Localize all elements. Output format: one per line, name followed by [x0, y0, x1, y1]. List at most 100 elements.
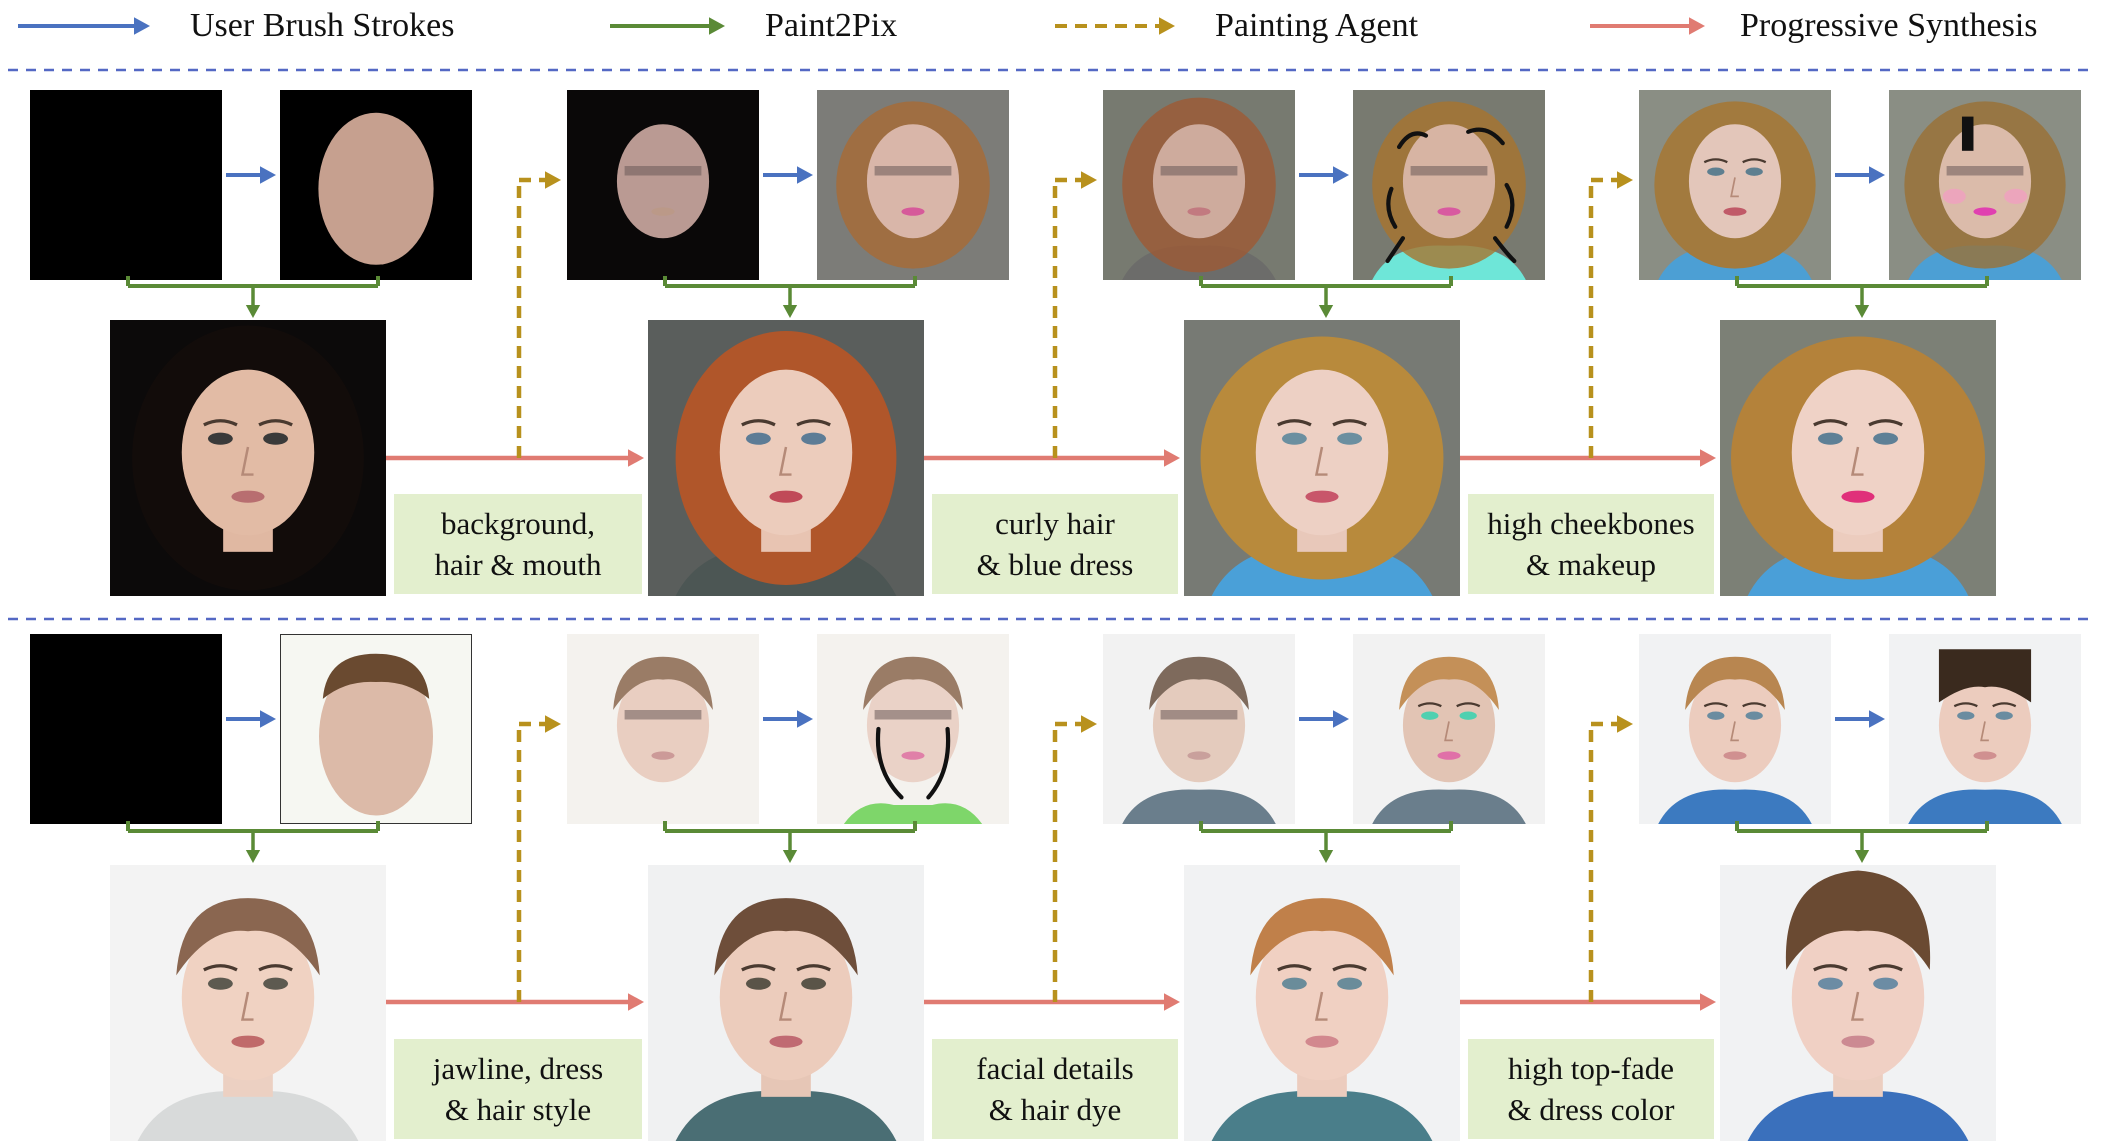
male-step1-agent-arrow-arrowhead-icon [545, 715, 561, 733]
eye-smudge [624, 166, 702, 176]
dress [137, 1090, 359, 1141]
eye-smudge [1946, 166, 2024, 176]
mouth [1437, 751, 1461, 760]
female-step1-paint2pix-down-arrowhead-icon [782, 305, 798, 318]
paint-blob-2 [1961, 116, 1974, 151]
male-step1-output-image [648, 865, 924, 1141]
brush-stroke-4 [1385, 236, 1406, 264]
paint-blob-0 [843, 803, 983, 824]
female-step0-paint2pix-down-arrowhead-icon [245, 305, 261, 318]
male-step2-paint2pix-down-arrowhead-icon [1318, 850, 1334, 863]
nose [778, 991, 792, 1021]
female-step0-user-arrow-arrowhead-icon [260, 166, 276, 184]
right-brow [796, 964, 831, 972]
mouth [651, 207, 675, 216]
right-brow [1332, 964, 1367, 972]
male-step0-output-image [110, 865, 386, 1141]
mouth [1723, 207, 1747, 216]
male-step2-user-arrow-arrowhead-icon [1333, 710, 1349, 728]
male-step3-input-canvas [1639, 634, 1831, 824]
mouth [1973, 207, 1997, 216]
nose [1730, 721, 1739, 742]
mouth [1723, 751, 1747, 760]
brush-stroke-1 [1466, 127, 1505, 146]
nose [1980, 721, 1989, 742]
edit-label-line: background, [440, 506, 596, 541]
male-step1-paint2pix-down-arrowhead-icon [782, 850, 798, 863]
male-step3-agent-arrow-arrowhead-icon [1617, 715, 1633, 733]
male-step3-synthesis-arrow-arrowhead-icon [1700, 993, 1716, 1011]
female-step1-input-canvas [567, 90, 759, 280]
hair-top [1685, 656, 1785, 710]
female-step1-output-image [648, 320, 924, 596]
female-step2-paint2pix-down-arrowhead-icon [1318, 305, 1334, 318]
image-background [30, 634, 222, 824]
edit-label-line: hair & mouth [434, 547, 602, 582]
left-brow [1703, 702, 1728, 708]
face-shape [866, 668, 960, 783]
male-step0-brush-strokes [280, 634, 472, 824]
dress [1747, 1090, 1969, 1141]
female-step3-output-image [1720, 320, 1996, 596]
hair-top [1250, 898, 1394, 976]
right-brow [1868, 964, 1903, 972]
nose [1850, 991, 1864, 1021]
nose [778, 446, 792, 476]
left-brow [1417, 702, 1442, 708]
hair-top [1399, 656, 1499, 710]
dress [1658, 789, 1812, 824]
right-eye [1337, 977, 1363, 990]
left-eye [1817, 977, 1843, 990]
edit-label-line: curly hair [995, 506, 1115, 541]
male-step1-user-arrow-arrowhead-icon [797, 710, 813, 728]
hair-top [176, 898, 320, 976]
male-step3-paint2pix-down-arrowhead-icon [1854, 850, 1870, 863]
female-step3-synthesis-arrow-arrowhead-icon [1700, 449, 1716, 467]
female-step1-user-arrow-arrowhead-icon [797, 166, 813, 184]
female-step2-edit-label: curly hair& blue dress [932, 494, 1178, 594]
mouth [651, 751, 675, 760]
legend-3-arrow-arrowhead-icon [1689, 17, 1705, 35]
edit-label-line: facial details [976, 1051, 1134, 1086]
male-step1-synthesis-arrow-arrowhead-icon [628, 993, 644, 1011]
eye-smudge [874, 710, 952, 720]
female-step3-brush-strokes [1889, 90, 2081, 280]
left-eye [1707, 167, 1725, 176]
mouth [1305, 1035, 1339, 1048]
face-shape [318, 112, 434, 265]
mouth [769, 490, 803, 503]
male-step0-paint2pix-down-arrowhead-icon [245, 850, 261, 863]
face-shape [1938, 124, 2032, 239]
male-step1-brush-strokes [817, 634, 1009, 824]
face-shape [616, 668, 710, 783]
left-eye [207, 977, 233, 990]
eye-smudge [1410, 166, 1488, 176]
female-step3-agent-arrow-arrowhead-icon [1617, 171, 1633, 189]
left-eye [745, 977, 771, 990]
left-eye [1281, 432, 1307, 445]
hair-top [613, 656, 713, 710]
left-brow [203, 419, 238, 427]
right-eye [1995, 711, 2013, 720]
mouth [1305, 490, 1339, 503]
nose [1730, 177, 1739, 198]
hair-top [322, 653, 430, 699]
left-eye [207, 432, 233, 445]
right-eye [1745, 711, 1763, 720]
male-step2-edit-label: facial details& hair dye [932, 1039, 1178, 1139]
left-eye [1957, 711, 1975, 720]
mouth [1187, 207, 1211, 216]
female-step0-brush-strokes [280, 90, 472, 280]
mouth [231, 490, 265, 503]
left-brow [1813, 964, 1848, 972]
mouth [1437, 207, 1461, 216]
dress [675, 1090, 897, 1141]
face-shape [319, 657, 433, 816]
eye-smudge [874, 166, 952, 176]
paint-blob-1 [2004, 188, 2028, 204]
dress [1211, 1090, 1433, 1141]
right-eye [263, 977, 289, 990]
hair-top [1938, 649, 2032, 703]
